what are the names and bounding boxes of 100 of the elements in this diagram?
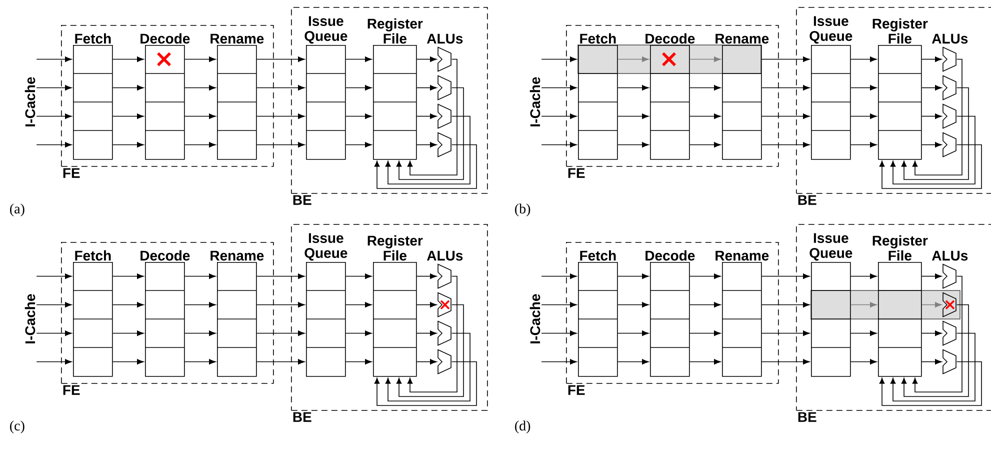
arrow <box>36 56 72 62</box>
arrow <box>416 114 437 119</box>
pipeline-stage: Issue Queue <box>810 233 852 377</box>
arrow <box>850 330 877 336</box>
alu-column: ALUs <box>426 250 463 261</box>
alu-column: ALUs <box>426 34 463 44</box>
arrow <box>256 359 305 364</box>
node-label: Fetch <box>75 33 111 44</box>
arrow <box>396 304 464 397</box>
panel-label: (b) <box>515 204 530 216</box>
arrow <box>689 359 721 364</box>
arrow <box>36 114 72 119</box>
arrow <box>901 87 969 180</box>
arrow <box>541 330 577 336</box>
node-label: Issue Queue <box>810 16 852 44</box>
arrow <box>184 359 216 364</box>
arrow <box>761 330 810 336</box>
arrow <box>345 85 372 90</box>
arrow <box>345 302 372 308</box>
arrow <box>921 114 942 119</box>
node-label: Issue Queue <box>810 233 852 261</box>
arrow <box>850 302 877 308</box>
pipeline-stage: Decode <box>140 33 190 160</box>
arrow <box>617 302 649 308</box>
arrow <box>541 114 577 119</box>
arrow <box>112 359 144 364</box>
node-label: Register File <box>368 235 423 261</box>
pipeline-stage: Register File <box>872 235 928 377</box>
arrow <box>921 56 942 62</box>
node-label: Rename <box>716 34 769 44</box>
arrow <box>541 56 577 62</box>
arrow <box>850 274 877 279</box>
arrow <box>256 56 305 62</box>
arrow <box>689 142 721 148</box>
arrow <box>36 359 72 364</box>
arrow <box>256 142 305 148</box>
node-label: BE <box>798 195 816 205</box>
pipeline-stage: Register File <box>872 18 928 160</box>
arrow <box>374 144 477 189</box>
alu-column: ALUs <box>932 250 968 261</box>
arrow <box>345 274 372 279</box>
arrow <box>112 142 144 148</box>
arrow <box>256 330 305 336</box>
pipeline-stage: Decode <box>646 250 695 377</box>
node-label: Decode <box>140 250 190 261</box>
node-label: FE <box>63 168 80 178</box>
arrow <box>36 142 72 148</box>
arrow <box>112 56 144 62</box>
arrow <box>850 85 877 90</box>
arrow <box>761 302 810 308</box>
panel-label: (c) <box>10 420 24 434</box>
arrow <box>112 330 144 336</box>
pipeline-stage: Register File <box>368 18 423 160</box>
arrow <box>416 142 437 148</box>
arrow <box>850 359 877 364</box>
node-label: BE <box>798 412 816 422</box>
arrow <box>617 114 649 119</box>
arrow <box>112 85 144 90</box>
node-label: Fetch <box>75 250 111 261</box>
node-label: Rename <box>716 250 769 261</box>
arrow <box>385 116 470 184</box>
pipeline-stage: Issue Queue <box>304 233 348 377</box>
arrow <box>345 359 372 364</box>
cache-label: I-Cache <box>24 77 36 126</box>
node-label: Rename <box>210 250 264 261</box>
node-label: Fetch <box>580 250 616 261</box>
arrow <box>36 302 72 308</box>
arrow <box>416 85 437 90</box>
arrow <box>541 85 577 90</box>
pipeline-stage: Decode <box>646 33 695 160</box>
arrow <box>761 274 810 279</box>
alu-column: ALUs <box>932 34 968 44</box>
node-label: Fetch <box>580 33 616 44</box>
arrow <box>617 330 649 336</box>
panel-label: (d) <box>515 420 530 434</box>
arrow <box>689 330 721 336</box>
arrow <box>385 332 470 402</box>
node-label: FE <box>568 385 585 395</box>
arrow <box>689 85 721 90</box>
node-label: Decode <box>140 33 190 44</box>
node-label: Rename <box>210 34 264 44</box>
arrow <box>374 361 477 406</box>
pipeline-stage: Register File <box>368 235 423 377</box>
node-label: BE <box>293 412 312 422</box>
arrow <box>407 58 458 176</box>
node-label: Decode <box>646 33 695 44</box>
arrow <box>921 359 942 364</box>
arrow <box>184 142 216 148</box>
arrow <box>36 85 72 90</box>
arrow <box>184 114 216 119</box>
node-label: BE <box>293 195 312 205</box>
arrow <box>761 114 810 119</box>
arrow <box>761 56 810 62</box>
cache-label: I-Cache <box>530 294 540 344</box>
arrow <box>416 330 437 336</box>
arrow <box>921 274 942 279</box>
pipeline-stage: Issue Queue <box>810 16 852 160</box>
arrow <box>256 274 305 279</box>
arrow <box>184 274 216 279</box>
arrow <box>184 56 216 62</box>
